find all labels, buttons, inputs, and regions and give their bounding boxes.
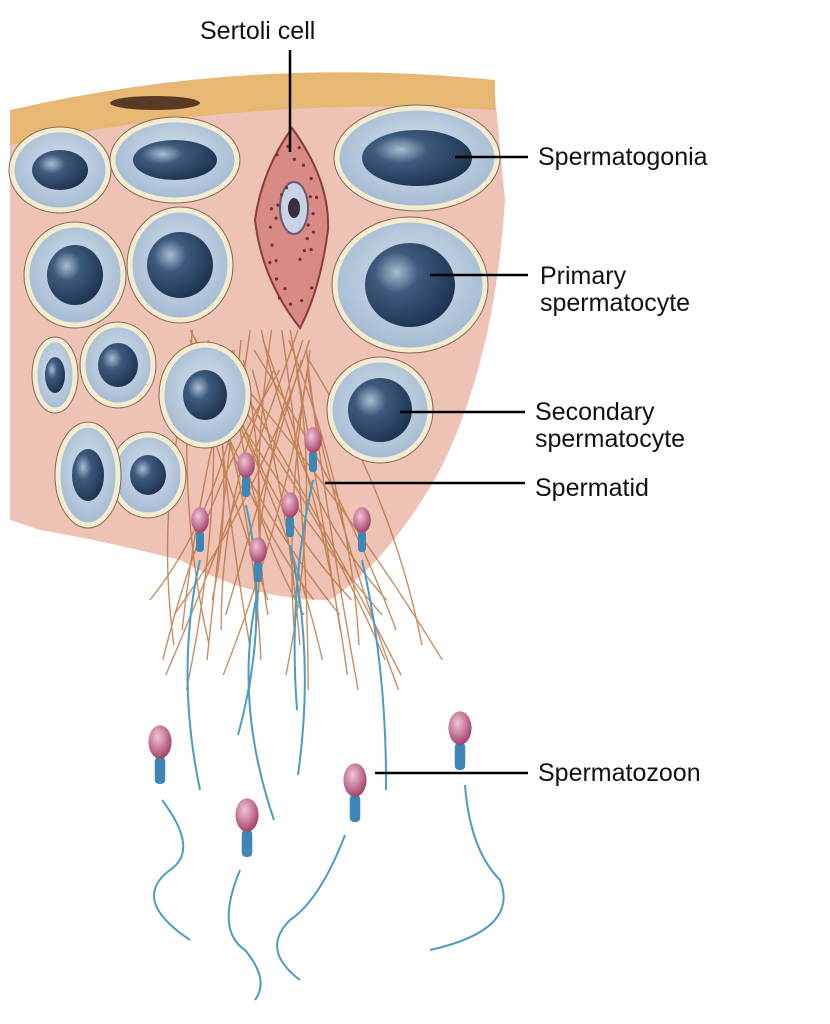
primary-spermatocyte-cell (331, 216, 489, 354)
spermatid (247, 537, 275, 821)
spermatid (281, 492, 306, 776)
nucleus (183, 370, 227, 420)
spermatogonium-cell (109, 116, 241, 204)
nucleus (130, 455, 166, 495)
spermatogonium-cell (8, 126, 112, 214)
label-spermatozoon: Spermatozoon (538, 759, 701, 787)
spermatozoon (429, 711, 505, 951)
label-sertoli-cell: Sertoli cell (200, 17, 316, 45)
secondary-spermatocyte-cell (326, 356, 434, 464)
nucleus (45, 357, 65, 393)
spermatid (293, 427, 322, 711)
spermatid (186, 507, 209, 791)
nucleus (362, 130, 472, 186)
nucleus (47, 245, 103, 305)
label-spermatid: Spermatid (535, 474, 649, 502)
nucleus (72, 449, 104, 501)
spermatozoon (227, 798, 262, 1001)
nucleus (348, 378, 412, 442)
sertoli-cell (253, 126, 330, 330)
label-spermatogonia: Spermatogonia (538, 143, 708, 171)
spermatocyte-cell (79, 321, 157, 409)
nucleus (98, 343, 138, 387)
nucleus (365, 243, 455, 327)
label-line-1: Secondary (535, 398, 655, 426)
spermatocyte-cell (31, 336, 79, 414)
nucleus (133, 140, 217, 180)
label-line-2: spermatocyte (540, 289, 691, 317)
leader-lines (288, 50, 528, 775)
spermatocyte-cell (23, 221, 127, 329)
label-secondary-spermatocyte: Secondary spermatocyte (535, 399, 685, 453)
spermatid (353, 507, 388, 791)
spermatozoon (148, 725, 191, 941)
spermatocyte-cell (158, 341, 252, 449)
label-line-1: Primary (540, 262, 627, 290)
basement-membrane (10, 72, 495, 145)
spermatid (237, 452, 258, 736)
spermatocyte-cell (126, 206, 234, 324)
label-line-2: spermatocyte (535, 425, 686, 453)
spermatocyte-cell (54, 421, 122, 529)
spermatozoon (276, 763, 367, 981)
nucleus (147, 232, 213, 298)
label-primary-spermatocyte: Primary spermatocyte (540, 263, 690, 317)
nucleus (32, 150, 88, 190)
sertoli-processes (149, 329, 443, 691)
